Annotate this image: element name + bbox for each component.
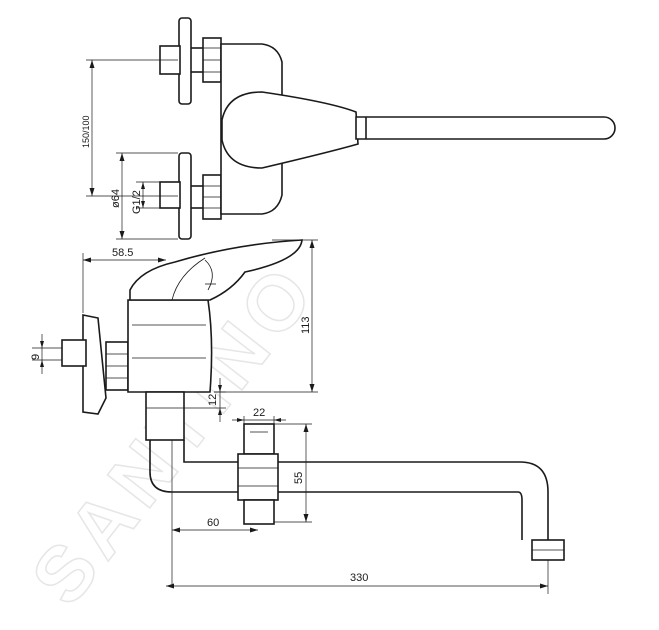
outlet-neck (145, 391, 185, 441)
swivel-top-cap (243, 423, 275, 455)
spout-outline (149, 440, 549, 540)
dim-g-thread: G1/2 (131, 190, 143, 214)
lever-handle-top (221, 91, 359, 169)
upper-wall-flange (178, 17, 192, 105)
mixer-body-side (127, 299, 213, 393)
top-view (159, 17, 616, 240)
side-wall-flange (82, 314, 107, 415)
lower-wall-flange (178, 152, 192, 240)
side-inlet-pipe (61, 339, 87, 367)
swivel-body (237, 453, 279, 501)
dim-55: 55 (293, 472, 305, 484)
dim-60: 60 (207, 517, 219, 529)
dim-150-100: 150/100 (81, 115, 91, 148)
dim-330: 330 (350, 572, 368, 584)
dim-d64: ø64 (110, 189, 122, 208)
swivel-bottom-cap (243, 499, 275, 525)
lever-rod-top (355, 116, 616, 140)
dim-22: 22 (253, 407, 265, 419)
dim-9: 9 (30, 354, 42, 360)
lower-inlet-pipe (159, 181, 181, 209)
side-view-dimensions: 58.5 113 9 12 22 55 (30, 239, 549, 594)
dim-58-5: 58.5 (112, 247, 133, 259)
dim-113: 113 (300, 316, 312, 334)
dim-12: 12 (207, 394, 219, 406)
side-view (61, 239, 565, 561)
top-view-dimensions: 150/100 ø64 G1/2 (81, 59, 178, 240)
